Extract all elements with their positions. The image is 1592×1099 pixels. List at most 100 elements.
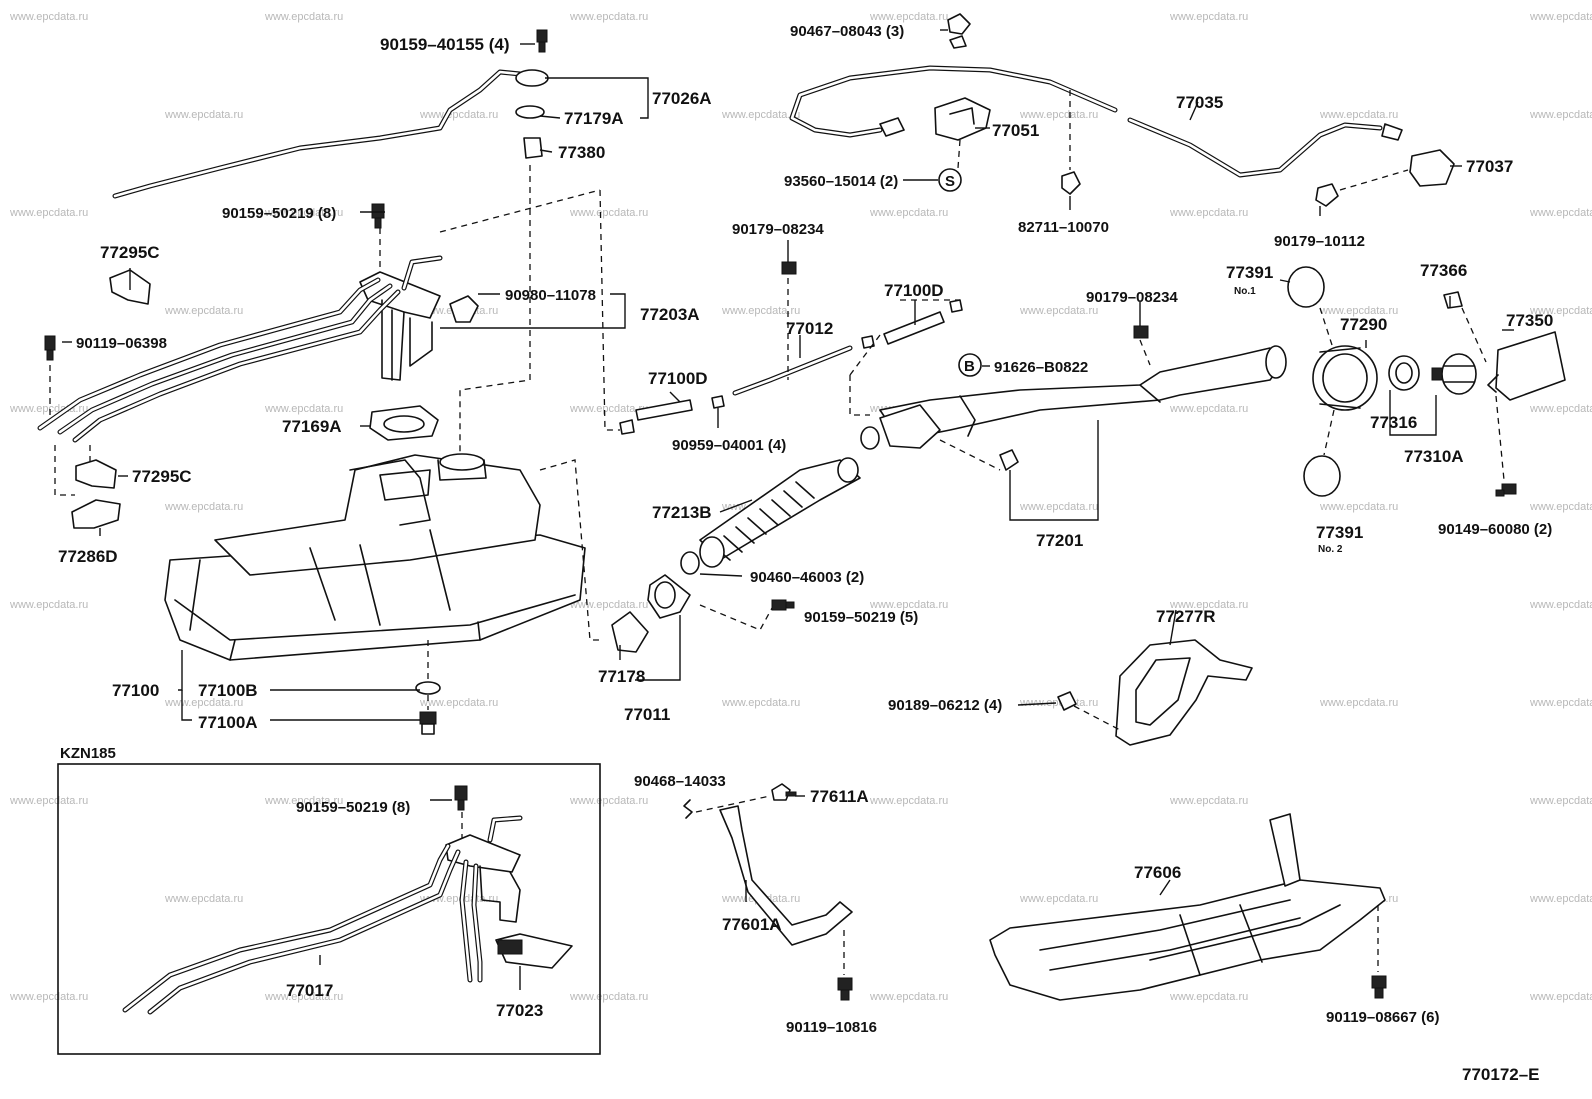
watermark-text: www.epcdata.ru: [1529, 109, 1592, 121]
watermark-text: www.epcdata.ru: [569, 403, 648, 415]
watermark-text: www.epcdata.ru: [264, 11, 343, 23]
fuel-tank: [164, 453, 586, 661]
label-77178: 77178: [598, 667, 645, 686]
bolt-b-letter: B: [964, 358, 975, 375]
watermark-text: www.epcdata.ru: [164, 893, 243, 905]
watermark-text: www.epcdata.ru: [1529, 501, 1592, 513]
label-77380: 77380: [558, 143, 605, 162]
watermark-text: www.epcdata.ru: [1319, 109, 1398, 121]
nut-90179-08234-a: [781, 261, 797, 275]
label-77100d-a: 77100D: [884, 281, 944, 300]
label-90189-06212: 90189–06212 (4): [888, 697, 1002, 714]
lever-77051: [934, 97, 991, 141]
hose-clips-90959: [619, 299, 963, 435]
label-77213b: 77213B: [652, 503, 712, 522]
label-90119-08667: 90119–08667 (6): [1326, 1009, 1439, 1026]
gasket-77178: [611, 611, 649, 653]
watermark-text: www.epcdata.ru: [869, 599, 948, 611]
screw-90149-60080: [1495, 483, 1517, 497]
label-90149-60080: 90149–60080 (2): [1438, 521, 1552, 538]
label-90468-14033: 90468–14033: [634, 773, 726, 790]
watermark-text: www.epcdata.ru: [721, 697, 800, 709]
watermark-text: www.epcdata.ru: [419, 109, 498, 121]
label-90179-08234-a: 90179–08234: [732, 221, 824, 238]
label-90467-08043: 90467–08043 (3): [790, 23, 904, 40]
watermark-text: www.epcdata.ru: [569, 991, 648, 1003]
label-77100a: 77100A: [198, 713, 258, 732]
label-77316: 77316: [1370, 413, 1417, 432]
bolt-b-marker: B: [958, 353, 982, 377]
label-90959-04001: 90959–04001 (4): [672, 437, 786, 454]
watermark-text: www.epcdata.ru: [869, 11, 948, 23]
watermark-text: www.epcdata.ru: [1019, 501, 1098, 513]
skid-plate-77606: [989, 813, 1386, 1001]
watermark-text: www.epcdata.ru: [721, 305, 800, 317]
label-77295c-bottom: 77295C: [132, 467, 192, 486]
label-82711-10070: 82711–10070: [1018, 219, 1109, 236]
inset-fuel-lines-77017: [122, 843, 483, 1015]
label-90159-50219-top: 90159–50219 (8): [222, 205, 336, 222]
watermark-text: www.epcdata.ru: [569, 599, 648, 611]
watermark-text: www.epcdata.ru: [1529, 11, 1592, 23]
inset-filter-77023: [495, 933, 573, 969]
diagram-code: 770172–E: [1462, 1065, 1540, 1084]
label-91626-b0822: 91626–B0822: [994, 359, 1088, 376]
label-77035: 77035: [1176, 93, 1223, 112]
drain-plug-77100a: [419, 711, 437, 735]
label-90119-10816: 90119–10816: [786, 1019, 877, 1036]
label-77100: 77100: [112, 681, 159, 700]
bracket-77601a: [719, 805, 853, 946]
watermark-text: www.epcdata.ru: [869, 991, 948, 1003]
watermark-text: www.epcdata.ru: [869, 207, 948, 219]
watermark-text: www.epcdata.ru: [9, 795, 88, 807]
watermark-text: www.epcdata.ru: [1529, 697, 1592, 709]
breather-line-top: [112, 69, 549, 199]
watermark-text: www.epcdata.ru: [1529, 599, 1592, 611]
label-93560-15014: 93560–15014 (2): [784, 173, 898, 190]
breather-pipe-77012: [732, 345, 853, 396]
bolt-90119-06398: [44, 335, 56, 361]
watermark-text: www.epcdata.ru: [1529, 893, 1592, 905]
watermark-text: www.epcdata.ru: [1169, 403, 1248, 415]
watermark-text: www.epcdata.ru: [264, 403, 343, 415]
watermark-text: www.epcdata.ru: [1019, 697, 1098, 709]
breather-hose-77100d-a: [883, 311, 945, 345]
bolt-90159-40155: [536, 29, 548, 53]
opener-77037: [1409, 149, 1455, 187]
watermark-text: www.epcdata.ru: [164, 109, 243, 121]
label-77310a: 77310A: [1404, 447, 1464, 466]
watermark-text: www.epcdata.ru: [569, 795, 648, 807]
label-77100b: 77100B: [198, 681, 258, 700]
watermark-text: www.epcdata.ru: [264, 991, 343, 1003]
watermark-layer: www.epcdata.ru www.epcdata.ru www.epcdata.…: [9, 11, 1592, 1003]
gasket-77391-no2: [1303, 455, 1341, 497]
label-90179-10112: 90179–10112: [1274, 233, 1365, 250]
watermark-text: www.epcdata.ru: [164, 305, 243, 317]
filler-hose-77213b: [699, 457, 861, 568]
label-77391-no2: 77391: [1316, 523, 1363, 542]
inset-title: KZN185: [60, 745, 116, 762]
dashed-leaders-cable: [957, 90, 1409, 191]
watermark-text: www.epcdata.ru: [164, 697, 243, 709]
watermark-text: www.epcdata.ru: [264, 207, 343, 219]
bolt-90189-06212: [1057, 691, 1077, 711]
watermark-text: www.epcdata.ru: [1169, 991, 1248, 1003]
dashed-leaders-bracket: [695, 795, 845, 975]
filler-pipe-77201: [879, 345, 1287, 471]
clamp-77295c-bottom: [75, 459, 117, 489]
label-77350: 77350: [1506, 311, 1553, 330]
label-90159-50219-inset: 90159–50219 (8): [296, 799, 410, 816]
label-90460-46003: 90460–46003 (2): [750, 569, 864, 586]
breather-hose-77100d-b: [635, 399, 693, 421]
label-77179a: 77179A: [564, 109, 624, 128]
screw-s-marker: S: [938, 168, 962, 192]
label-77611a: 77611A: [810, 787, 869, 806]
label-77290: 77290: [1340, 315, 1387, 334]
label-no1: No.1: [1234, 286, 1256, 297]
bolt-90119-10816: [837, 977, 853, 1001]
label-77012: 77012: [786, 319, 833, 338]
dashed-leaders-main: [49, 165, 620, 710]
label-77169a: 77169A: [282, 417, 342, 436]
watermark-text: www.epcdata.ru: [1169, 11, 1248, 23]
label-77277r: 77277R: [1156, 607, 1216, 626]
